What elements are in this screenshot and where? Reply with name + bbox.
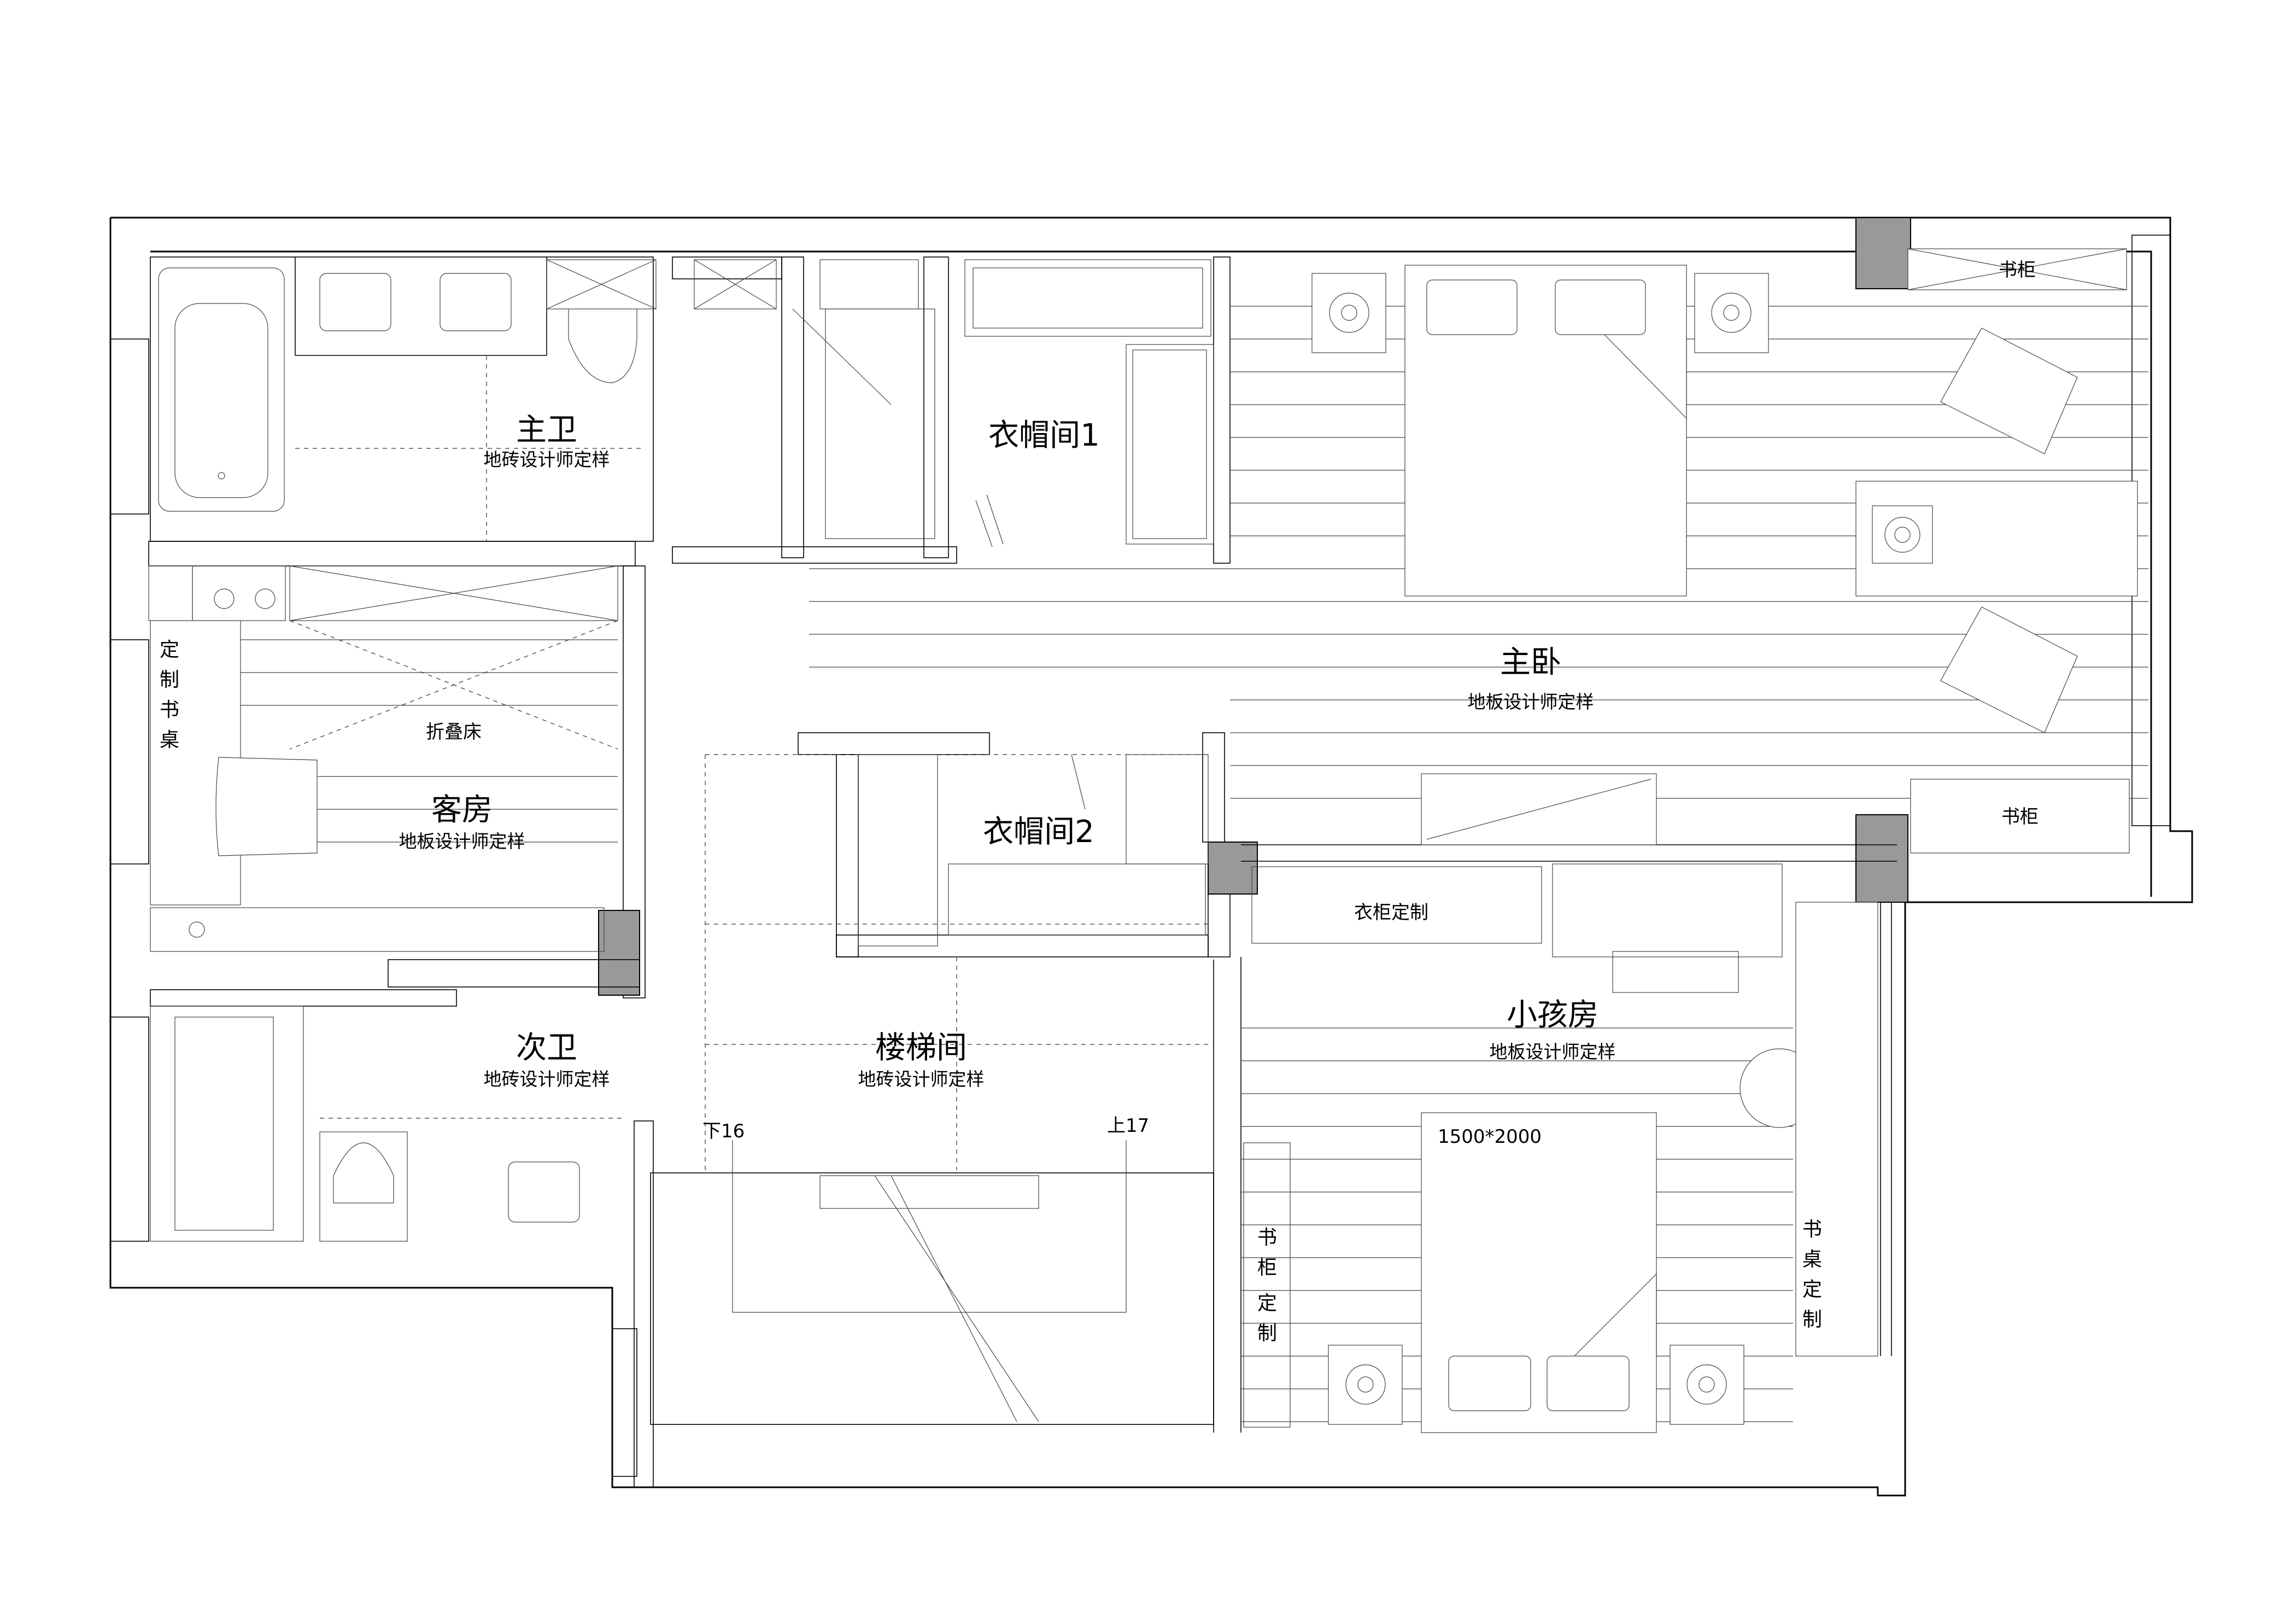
wardrobe-custom-label: 衣柜定制 xyxy=(1354,902,1428,924)
folding-bed-label: 折叠床 xyxy=(426,721,482,743)
custom-desk-char: 桌 xyxy=(160,729,179,751)
master-bedroom-fixtures xyxy=(809,248,2148,854)
stairwell-floor: 地砖设计师定样 xyxy=(858,1068,985,1090)
master-bedroom-name: 主卧 xyxy=(1500,645,1561,680)
stair-down-label: 下16 xyxy=(702,1120,745,1142)
desk-custom-char: 书 xyxy=(1802,1218,1822,1241)
kids-room-name: 小孩房 xyxy=(1507,997,1598,1033)
guest-room-fixtures xyxy=(148,565,618,952)
bed-size-label: 1500*2000 xyxy=(1438,1126,1542,1148)
bookcase-top-label: 书柜 xyxy=(1999,259,2036,281)
desk-custom-char: 制 xyxy=(1802,1308,1822,1331)
master-bath-name: 主卫 xyxy=(516,412,577,448)
stair-up-label: 上17 xyxy=(1107,1115,1149,1137)
stairwell-name: 楼梯间 xyxy=(875,1030,967,1066)
second-bath-floor: 地砖设计师定样 xyxy=(484,1068,610,1090)
desk-custom-char: 桌 xyxy=(1802,1248,1822,1271)
second-bath-fixtures xyxy=(150,1006,623,1242)
stairwell-fixtures xyxy=(650,754,1214,1425)
room-labels: 主卫 地砖设计师定样 衣帽间1 主卧 地板设计师定样 客房 地板设计师定样 衣帽… xyxy=(399,412,1616,1090)
custom-desk-char: 书 xyxy=(160,699,179,721)
bookcase-custom-char: 书 xyxy=(1257,1226,1277,1249)
stair-labels: 下16 上17 xyxy=(702,1115,1149,1142)
bookcase-custom-char: 定 xyxy=(1257,1292,1277,1315)
guest-room-floor: 地板设计师定样 xyxy=(399,831,525,852)
second-bath-name: 次卫 xyxy=(516,1030,577,1066)
closet-2-fixtures xyxy=(858,754,1209,947)
guest-room-name: 客房 xyxy=(431,792,493,828)
bookcase-custom-char: 制 xyxy=(1257,1322,1277,1345)
custom-desk-char: 制 xyxy=(160,669,179,691)
master-bedroom-floor: 地板设计师定样 xyxy=(1468,691,1594,712)
master-bath-fixtures xyxy=(158,259,935,541)
kids-room-floor: 地板设计师定样 xyxy=(1490,1041,1616,1062)
closet-2-name: 衣帽间2 xyxy=(983,814,1094,850)
bookcase-custom-char: 柜 xyxy=(1257,1257,1277,1279)
kids-room-fixtures xyxy=(1241,863,1878,1433)
desk-custom-char: 定 xyxy=(1802,1278,1822,1301)
furniture-labels: 书柜 书柜 折叠床 衣柜定制 1500*2000 定 制 书 桌 书 柜 定 制… xyxy=(160,259,2039,1345)
bookcase-mid-label: 书柜 xyxy=(2001,806,2039,828)
custom-desk-char: 定 xyxy=(160,639,179,661)
master-bath-floor: 地砖设计师定样 xyxy=(484,449,610,470)
closet-1-fixtures xyxy=(964,259,1214,547)
closet-1-name: 衣帽间1 xyxy=(988,418,1100,453)
